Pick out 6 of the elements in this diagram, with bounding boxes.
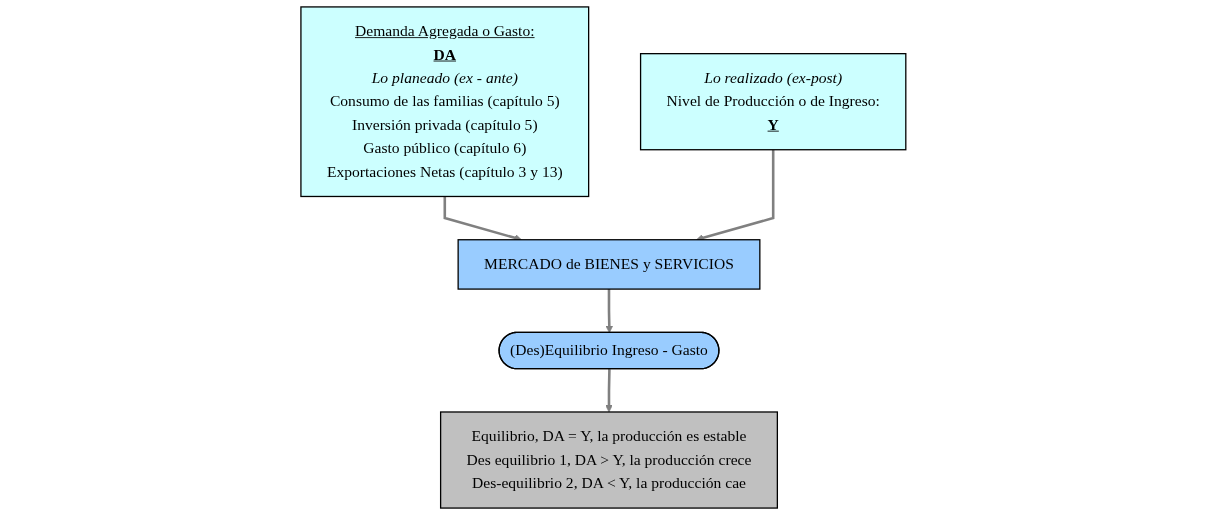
- node-box: Lo realizado (ex-post) Nivel de Producción o de Ingreso: Y: [639, 53, 907, 151]
- node-box: Demanda Agregada o Gasto: DA Lo planeado (ex - ante) Consumo de las familias (capítulo 5) Inversión privada (capítulo 5) Gasto público (capítulo 6) Exportaciones Netas (capítulo 3 y 13): [299, 6, 589, 198]
- arrow: [604, 369, 613, 413]
- node-box: Equilibrio, DA = Y, la producción es estable Des equilibrio 1, DA > Y, la producción crece Des-equilibrio 2, DA < Y, la producción cae: [439, 411, 778, 509]
- arrow: [605, 289, 613, 334]
- node-box: MERCADO de BIENES y SERVICIOS: [457, 239, 761, 290]
